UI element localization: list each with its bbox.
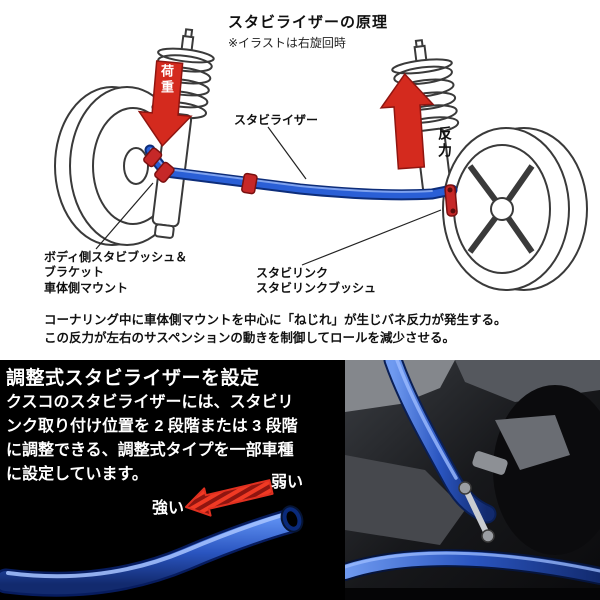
adjustable-bar-illustration [0, 479, 304, 597]
strength-arrow [185, 479, 274, 517]
weak-label: 弱い [271, 474, 304, 491]
principle-description: コーナリング中に車体側マウントを中心に「ねじれ」が生じバネ反力が発生する。 この… [44, 313, 507, 345]
tube-end-hole [280, 505, 304, 533]
strong-label: 強い [152, 500, 185, 517]
adjustable-section: 調整式スタビライザーを設定 クスコのスタビライザーには、スタビリンク取り付け位置… [0, 360, 600, 600]
adjustable-title: 調整式スタビライザーを設定 [6, 368, 260, 389]
blue-tube [0, 508, 303, 597]
stabilizer-brackets [143, 147, 458, 217]
principle-note: ※イラストは右旋回時 [228, 36, 346, 50]
load-label: 荷重 [159, 64, 174, 96]
adjustable-body: クスコのスタビライザーには、スタビリンク取り付け位置を 2 段階または 3 段階… [6, 394, 298, 483]
stabi-link-label: スタビリンク スタビリンクブッシュ [256, 266, 377, 296]
photo-end-link [458, 481, 495, 543]
load-arrow [137, 60, 193, 148]
photo-bottom-shadow [345, 588, 600, 600]
stabilizer-label: スタビライザー [234, 113, 319, 127]
mount-label: ボディ側スタビブッシュ＆ ブラケット 車体側マウント [44, 250, 188, 295]
principle-diagram [54, 28, 588, 291]
reaction-arrow [379, 72, 435, 170]
right-wheel [442, 127, 588, 291]
leader-lines [95, 126, 442, 266]
product-photo [345, 360, 600, 600]
principle-section: スタビライザーの原理 ※イラストは右旋回時 スタビライザー 荷重 反力 ボディ側… [44, 14, 588, 345]
reaction-label: 反力 [437, 126, 453, 160]
principle-title: スタビライザーの原理 [228, 14, 389, 31]
photo-lower-bar [345, 549, 600, 585]
